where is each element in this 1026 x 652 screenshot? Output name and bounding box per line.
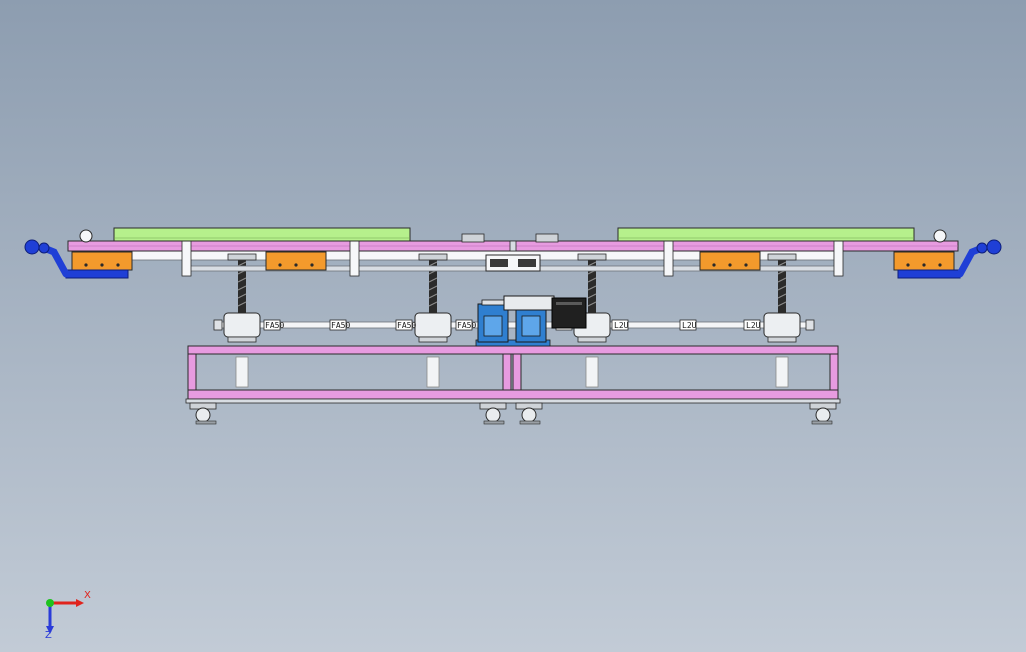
conveyor-pads [113, 227, 915, 242]
z-axis-arrowhead [46, 626, 54, 634]
coupling-label: FA50 [457, 321, 476, 330]
guide-block [71, 251, 133, 271]
caster-wheel [515, 402, 543, 425]
caster-wheel [479, 402, 507, 425]
guide-block [265, 251, 327, 271]
shaft-coupling: L2U [743, 319, 761, 331]
shaft-coupling: L2U [611, 319, 629, 331]
screw-jack [763, 258, 801, 343]
guide-block [699, 251, 761, 271]
screw-jacks [223, 258, 801, 343]
caster-wheel [189, 402, 217, 425]
base-frame [185, 345, 841, 404]
shaft-coupling: FA50 [395, 319, 416, 331]
drive-motor [503, 295, 587, 329]
caster-wheel [809, 402, 837, 425]
coupling-label: L2U [682, 321, 697, 330]
z-axis-label: Z [45, 630, 52, 641]
guide-blocks [71, 251, 955, 271]
screw-jack [223, 258, 261, 343]
shaft-coupling: FA50 [329, 319, 350, 331]
screw-jack [414, 258, 452, 343]
central-drive-unit [475, 295, 587, 347]
end-handles [24, 229, 1002, 279]
end-handle-left [24, 239, 129, 279]
coupling-label: FA50 [331, 321, 350, 330]
shaft-coupling: FA50 [263, 319, 284, 331]
x-axis-label: X [84, 590, 91, 601]
shaft-coupling: FA50 [455, 319, 476, 331]
drive-shaft [213, 319, 815, 331]
y-axis-origin [46, 599, 54, 607]
shaft-coupling: L2U [679, 319, 697, 331]
coupling-label: L2U [746, 321, 761, 330]
guide-block [893, 251, 955, 271]
caster-wheels [189, 402, 837, 425]
coupling-label: FA50 [397, 321, 416, 330]
coordinate-triad[interactable]: X Z [45, 590, 91, 641]
gearbox-left [477, 299, 509, 343]
coupling-label: L2U [614, 321, 629, 330]
end-handle-right [897, 239, 1002, 279]
x-axis-arrowhead [76, 599, 84, 607]
coupling-label: FA50 [265, 321, 284, 330]
